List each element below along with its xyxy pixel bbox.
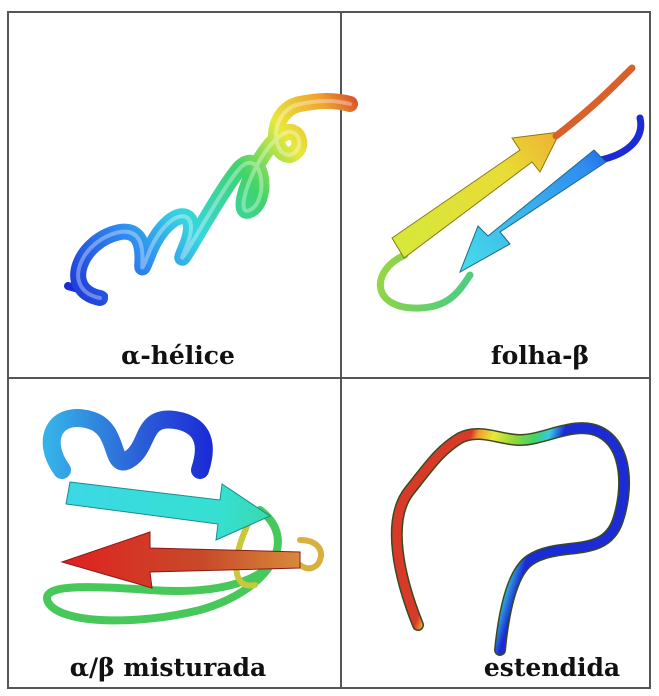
alpha-helix-label: α-hélice [121,341,235,370]
beta-sheet-panel: folha-β [380,68,640,370]
alpha-helix-panel: α-hélice [68,101,350,370]
extended-panel: estendida [397,428,624,682]
beta-sheet-label: folha-β [491,341,589,370]
beta-sheet-ribbon [380,68,640,308]
extended-coil [397,428,624,650]
mixed-alpha-beta-label: α/β misturada [70,653,266,682]
mixed-alpha-beta-panel: α/β misturada [47,418,321,682]
alpha-helix-ribbon [68,101,350,298]
extended-label: estendida [484,653,620,682]
mixed-alpha-beta-ribbon [47,418,321,620]
